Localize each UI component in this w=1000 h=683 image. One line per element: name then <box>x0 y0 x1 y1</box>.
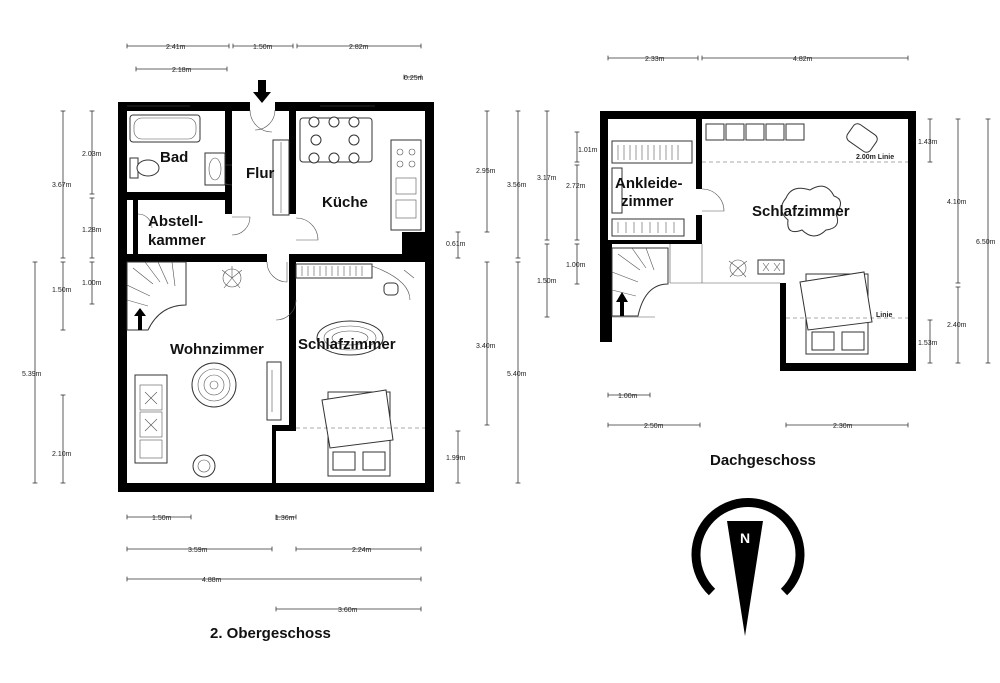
dimension-lines <box>544 55 991 428</box>
dim-label: 1.00m <box>618 393 638 400</box>
dim-label: 2.40m <box>947 322 967 329</box>
compass-icon: N <box>691 497 805 636</box>
floor-caption-dachgeschoss: Dachgeschoss <box>710 452 816 469</box>
interior-walls <box>127 111 425 483</box>
dim-label: 3.60m <box>338 607 358 614</box>
dim-label: 4.82m <box>793 56 813 63</box>
room-label-kueche: Küche <box>322 194 368 211</box>
outer-walls <box>600 111 916 371</box>
sink <box>204 152 226 186</box>
dim-label: 4.10m <box>947 199 967 206</box>
walk-in-wardrobe <box>611 140 693 237</box>
room-label-wohnzimmer: Wohnzimmer <box>170 341 264 358</box>
hall-wardrobe <box>272 139 290 216</box>
dim-label: 2.50m <box>644 423 664 430</box>
dim-label: 1.50m <box>152 515 172 522</box>
plant-icon <box>728 259 748 278</box>
dim-label: 2.95m <box>476 168 496 175</box>
tv-board <box>266 361 282 421</box>
dim-label: 2.18m <box>172 67 192 74</box>
side-table <box>757 259 785 275</box>
dim-label: 3.67m <box>52 182 72 189</box>
double-bed <box>799 271 873 355</box>
dim-label: 1.36m <box>275 515 295 522</box>
dim-label: 2.33m <box>645 56 665 63</box>
dimension-lines <box>32 43 521 612</box>
dim-label: 1.00m <box>82 280 102 287</box>
fur-rug <box>781 185 841 237</box>
dim-label: 1.43m <box>918 139 938 146</box>
dim-label: 2.03m <box>82 151 102 158</box>
dim-label: 1.28m <box>82 227 102 234</box>
armchair <box>846 123 878 153</box>
floor-dachgeschoss: Ankleide- zimmer Schlafzimmer 2.00m Lini… <box>537 55 996 469</box>
dim-label: 0.25m <box>404 75 424 82</box>
dim-label: 1.50m <box>253 44 273 51</box>
dimension-labels: 2.41m 1.50m 2.82m 2.18m 0.25m 2.03m 3.67… <box>22 44 527 614</box>
dim-label: 1.50m <box>52 287 72 294</box>
dim-label: 3.17m <box>537 175 557 182</box>
room-label-schlafzimmer: Schlafzimmer <box>298 336 396 353</box>
dim-label: 2.30m <box>833 423 853 430</box>
dim-label: 2.82m <box>349 44 369 51</box>
oval-rug <box>316 320 384 356</box>
kitchen-counter <box>390 139 422 231</box>
bathtub <box>129 114 201 143</box>
dim-label: 5.40m <box>507 371 527 378</box>
dim-label: 4.88m <box>202 577 222 584</box>
dim-label: 3.56m <box>507 182 527 189</box>
dim-label: 2.41m <box>166 44 186 51</box>
double-bed <box>321 389 394 477</box>
dining-table <box>299 116 373 164</box>
outer-walls <box>118 102 434 492</box>
entrance-arrow-icon <box>253 80 271 103</box>
dim-label: 6.50m <box>976 239 996 246</box>
room-label-abstell-2: kammer <box>148 232 206 249</box>
dim-label: 2.24m <box>352 547 372 554</box>
bedroom-wardrobe <box>295 263 373 279</box>
dim-label-linie-200: 2.00m Linie <box>856 154 894 161</box>
dim-label-linie: Linie <box>876 312 892 319</box>
staircase <box>611 247 669 317</box>
staircase <box>126 261 187 331</box>
interior-walls <box>608 119 702 244</box>
dim-label: 2.72m <box>566 183 586 190</box>
floor-caption-obergeschoss: 2. Obergeschoss <box>210 625 331 642</box>
dimension-labels: 2.33m 4.82m 1.01m 3.17m 2.72m 1.00m 1.50… <box>537 56 996 430</box>
dim-label: 5.39m <box>22 371 42 378</box>
room-label-flur: Flur <box>246 165 274 182</box>
desk-chair <box>371 265 415 301</box>
sofa <box>134 374 168 464</box>
round-rug <box>191 362 237 408</box>
plant-icon <box>221 266 243 289</box>
floor-2-obergeschoss: Bad Flur Küche Abstell- kammer Wohnzimme… <box>22 43 527 642</box>
dim-label: 1.50m <box>537 278 557 285</box>
dim-label: 1.53m <box>918 340 938 347</box>
room-label-abstell-1: Abstell- <box>148 213 203 230</box>
room-label-bad: Bad <box>160 149 188 166</box>
bookshelf-row <box>705 123 805 141</box>
dim-label: 2.10m <box>52 451 72 458</box>
toilet <box>129 157 160 179</box>
armchair <box>192 454 216 478</box>
dim-label: 1.01m <box>578 147 598 154</box>
dim-label: 0.61m <box>446 241 466 248</box>
dim-label: 3.40m <box>476 343 496 350</box>
dim-label: 3.59m <box>188 547 208 554</box>
room-label-ankleide-2: zimmer <box>621 193 674 210</box>
compass-north-label: N <box>740 530 750 546</box>
dim-label: 1.00m <box>566 262 586 269</box>
room-label-ankleide-1: Ankleide- <box>615 175 683 192</box>
room-label-schlafzimmer: Schlafzimmer <box>752 203 850 220</box>
dim-label: 1.99m <box>446 455 466 462</box>
